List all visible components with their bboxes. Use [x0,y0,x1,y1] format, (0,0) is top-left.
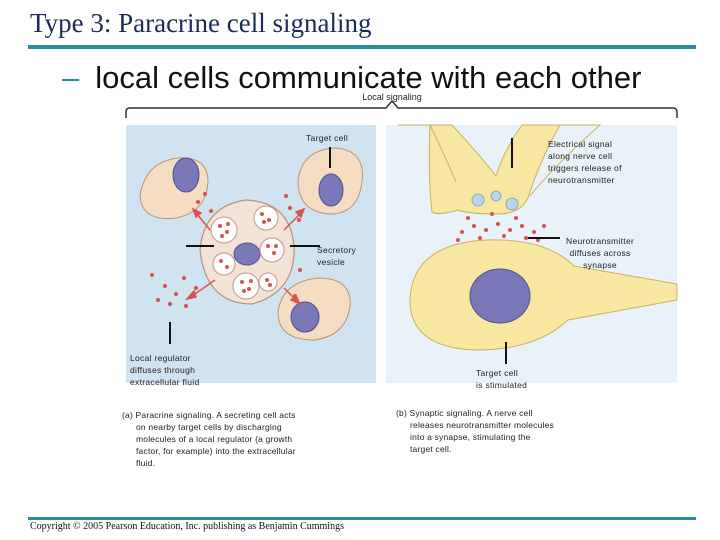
label-line: neurotransmitter [548,174,622,186]
label-local-regulator: Local regulator diffuses through extrace… [130,352,199,388]
caption-line: releases neurotransmitter molecules [396,419,616,431]
label-secretory-vesicle: Secretory vesicle [317,244,356,268]
caption-line: (a) Paracrine signaling. A secreting cel… [122,409,362,421]
secreting-cell [200,200,294,304]
caption-line: on nearby target cells by discharging [122,421,362,433]
label-line: triggers release of [548,162,622,174]
label-line: Neurotransmitter [566,235,634,247]
label-electrical-signal: Electrical signal along nerve cell trigg… [548,138,622,186]
label-target-stimulated: Target cell is stimulated [476,367,527,391]
label-line: Target cell [476,367,527,379]
caption-line: molecules of a local regulator (a growth [122,433,362,445]
label-line: extracellular fluid [130,376,199,388]
caption-line: factor, for example) into the extracellu… [122,445,362,457]
caption-line: fluid. [122,457,362,469]
label-line: Secretory [317,244,356,256]
copyright-text: Copyright © 2005 Pearson Education, Inc.… [30,521,344,532]
caption-line: into a synapse, stimulating the [396,431,616,443]
caption-paracrine: (a) Paracrine signaling. A secreting cel… [122,409,362,469]
header-bracket [126,101,677,118]
label-line: diffuses across [566,247,634,259]
label-line: Local regulator [130,352,199,364]
label-line: vesicle [317,256,356,268]
label-line: synapse [566,259,634,271]
label-neurotransmitter: Neurotransmitter diffuses across synapse [566,235,634,271]
caption-line: target cell. [396,443,616,455]
label-line: is stimulated [476,379,527,391]
caption-line: (b) Synaptic signaling. A nerve cell [396,407,616,419]
header-label: Local signaling [362,92,422,102]
footer-rule [28,517,696,520]
label-line: diffuses through [130,364,199,376]
label-line: Electrical signal [548,138,622,150]
caption-synaptic: (b) Synaptic signaling. A nerve cell rel… [396,407,616,455]
label-target-cell: Target cell [306,132,348,144]
label-line: along nerve cell [548,150,622,162]
